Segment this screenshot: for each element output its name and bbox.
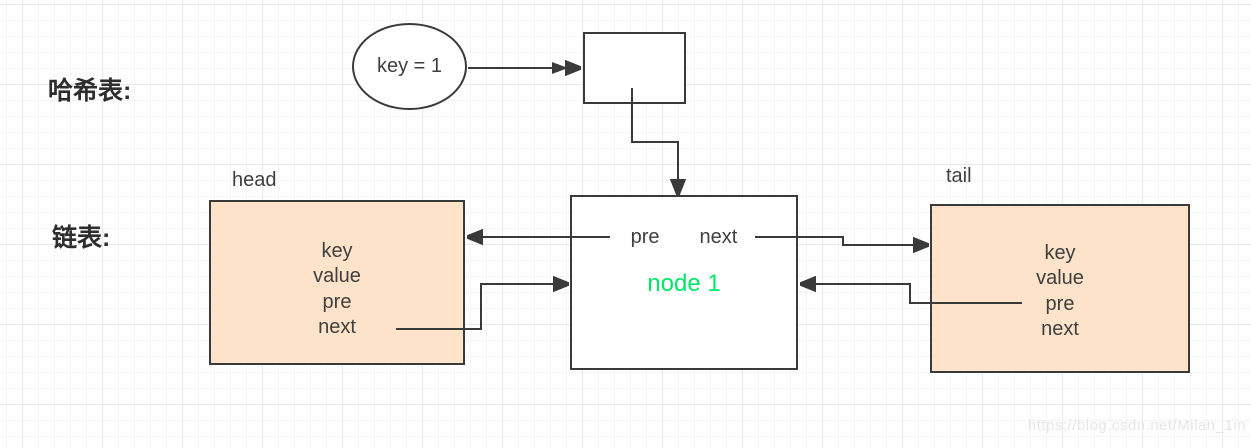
arrow-ellipse-to-bucket-second-head — [552, 62, 568, 74]
hash-key-ellipse-label: key = 1 — [376, 55, 443, 77]
tail-field-next: next — [1041, 318, 1079, 340]
tail-field-key: key — [1044, 241, 1076, 264]
head-field-value: value — [313, 265, 361, 287]
node1-pointer-row: pre next — [572, 226, 796, 249]
linked-list-section-label: 链表: — [52, 224, 111, 252]
node1-title: node 1 — [647, 270, 721, 297]
head-field-pre: pre — [322, 290, 352, 313]
tail-field-pre: pre — [1045, 292, 1075, 315]
node1-box: pre next node 1 — [570, 195, 798, 370]
watermark-text: https://blog.csdn.net/Milan_1in — [1027, 417, 1246, 434]
hash-bucket-box — [583, 32, 686, 104]
head-label: head — [232, 169, 277, 191]
hash-key-ellipse: key = 1 — [352, 23, 467, 110]
tail-node-box: key value pre next — [930, 204, 1190, 373]
head-field-next: next — [318, 316, 356, 338]
tail-label: tail — [946, 165, 972, 187]
head-node-box: key value pre next — [209, 200, 465, 365]
node1-next-label: next — [699, 226, 738, 248]
head-field-key: key — [321, 239, 353, 262]
tail-field-value: value — [1036, 267, 1084, 289]
hash-table-section-label: 哈希表: — [48, 77, 132, 105]
head-node-fields: key value pre next — [211, 202, 463, 370]
node1-pre-label: pre — [630, 226, 660, 248]
tail-node-fields: key value pre next — [932, 206, 1188, 374]
